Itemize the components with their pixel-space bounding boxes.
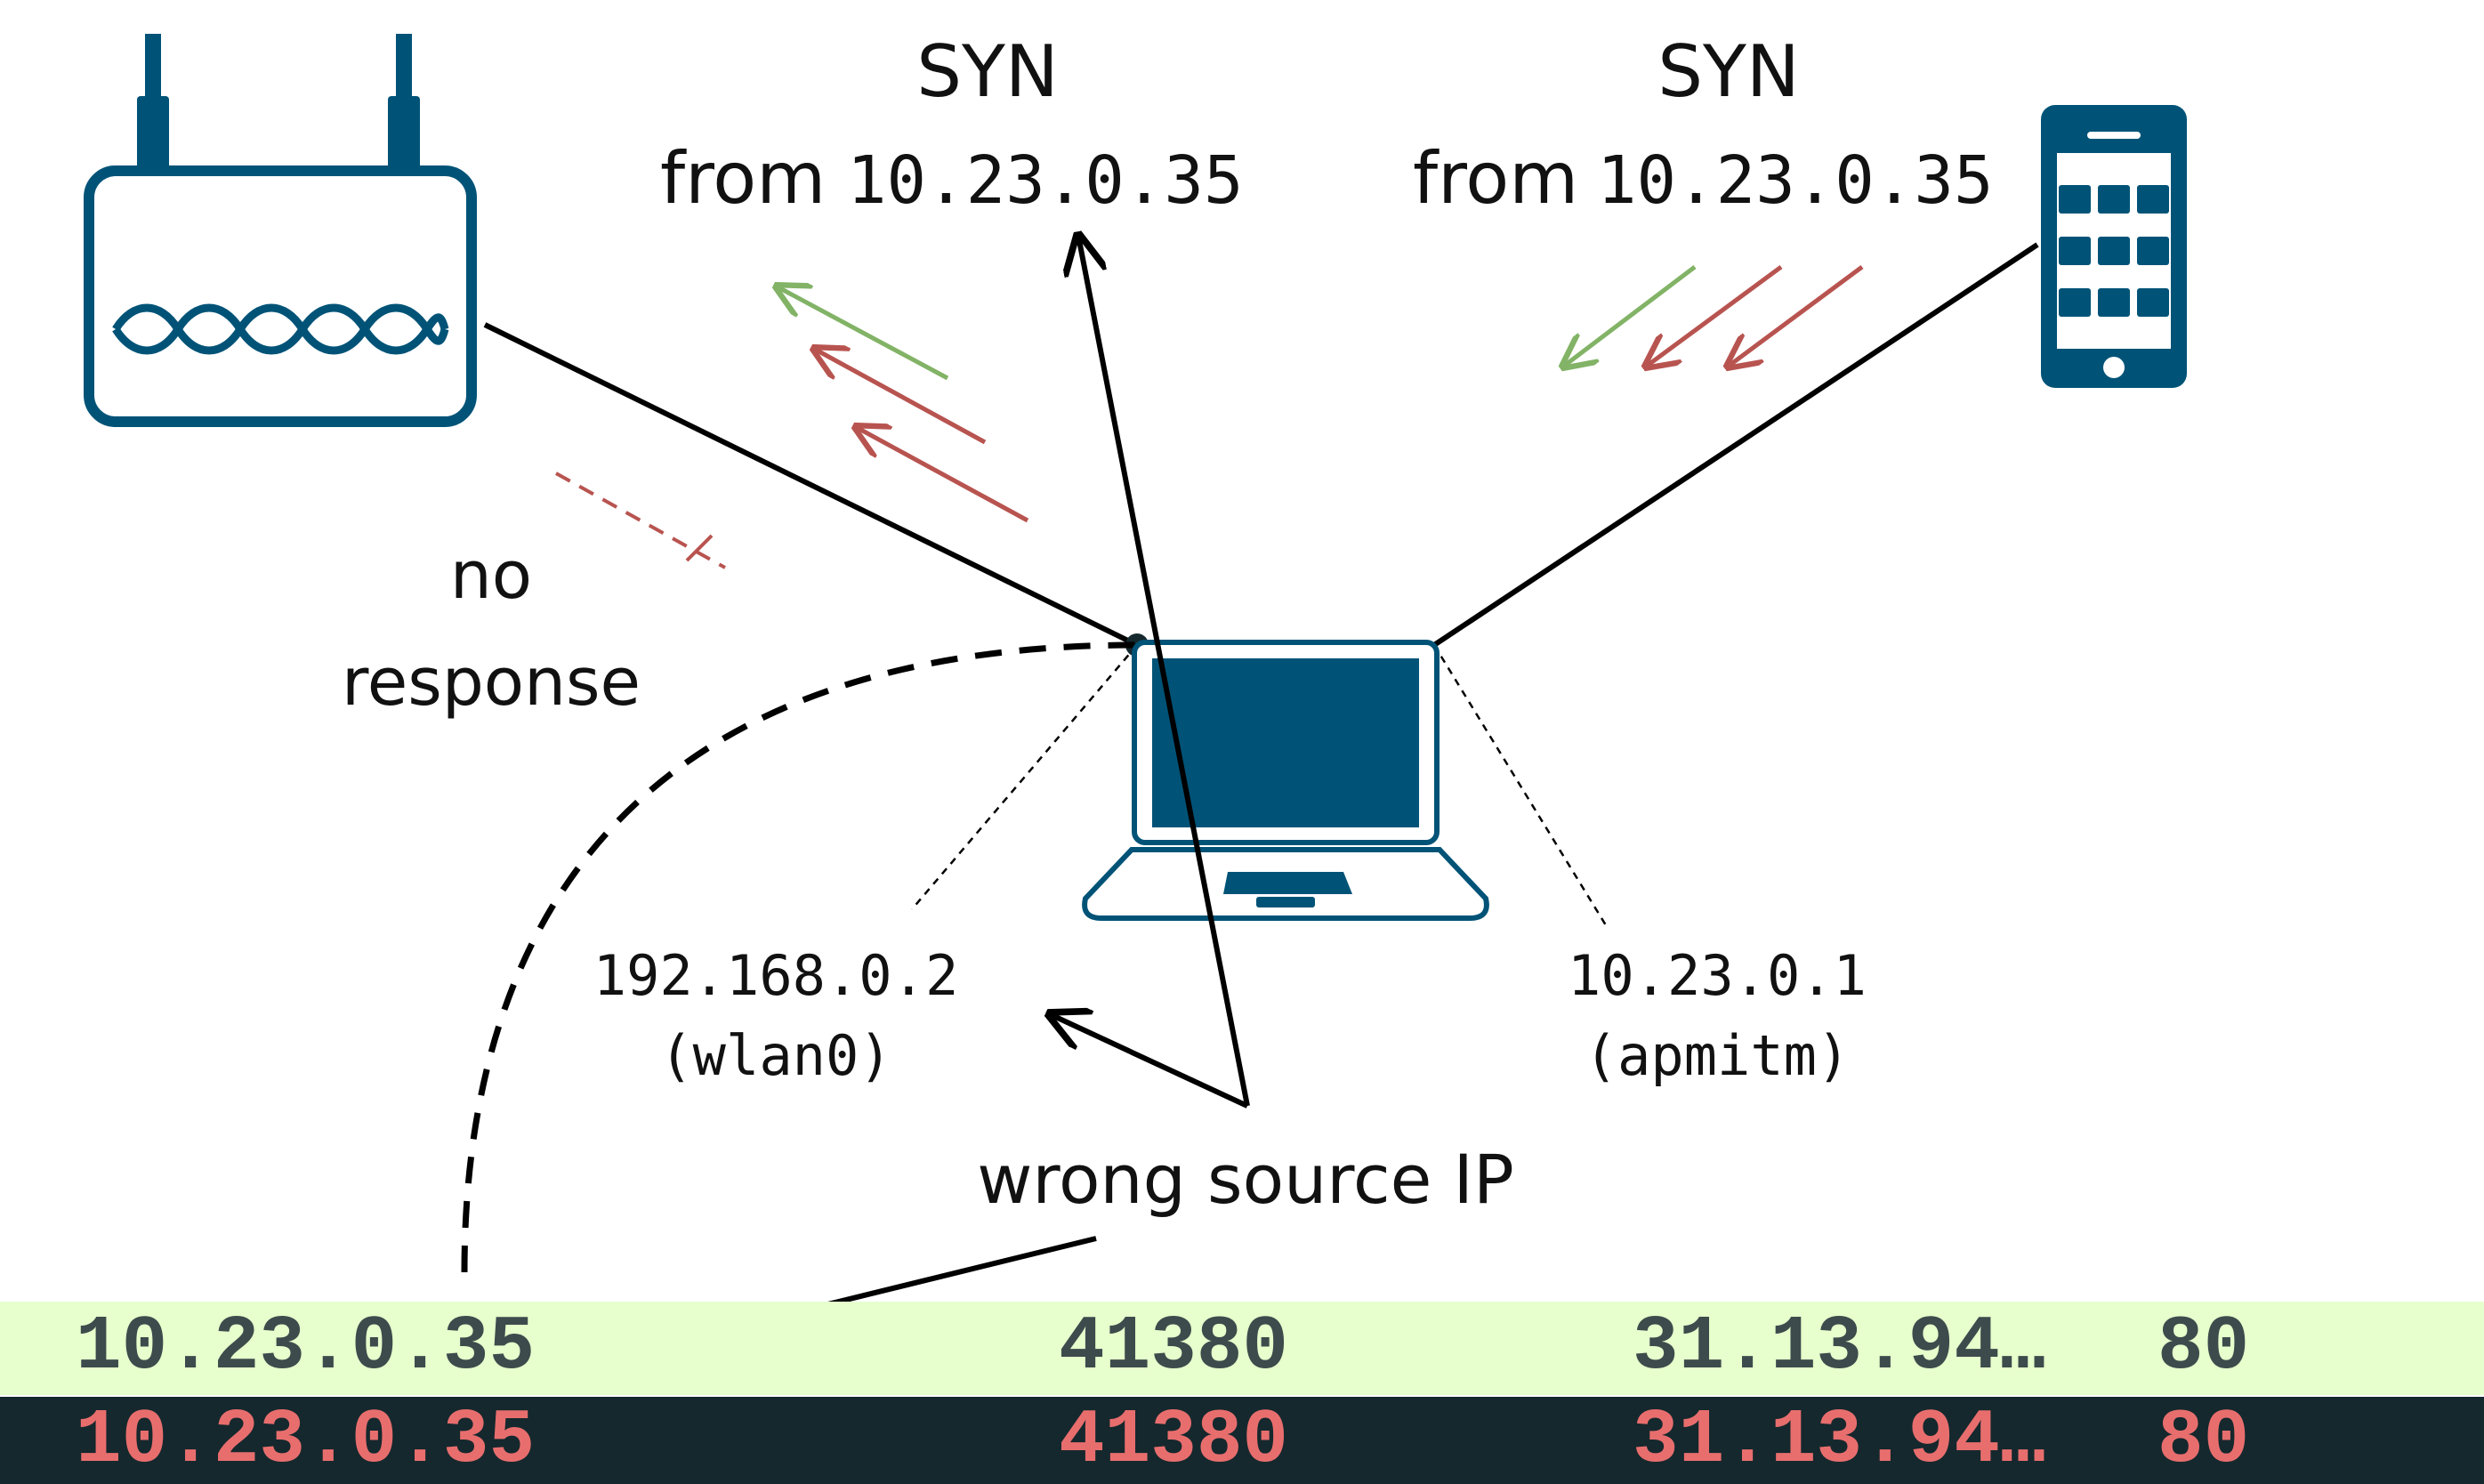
row-port: 41380: [1059, 1303, 1288, 1391]
syn-left-from: from: [660, 137, 826, 220]
no-response-line-1: no: [450, 537, 532, 614]
apmitm-ip-label: 10.23.0.1: [1568, 943, 1867, 1008]
green-arrow: [777, 286, 949, 381]
apmitm-leader-line: [1432, 644, 1608, 926]
syn-left-ip: 10.23.0.35: [847, 142, 1244, 219]
red-arrow: [814, 349, 987, 445]
laptop-icon: [1082, 640, 1489, 921]
row-src: 10.23.0.35: [76, 1303, 535, 1391]
arrow-to-wlan-label: [1050, 1014, 1249, 1109]
apmitm-iface-label: (apmitm): [1585, 1023, 1851, 1088]
syn-right-ip: 10.23.0.35: [1597, 142, 1994, 219]
red-arrow: [1728, 264, 1864, 367]
row-dport: 80: [2157, 1397, 2249, 1484]
arrow-to-syn-label: [1078, 236, 1250, 1107]
syn-right-from: from: [1413, 137, 1578, 220]
phone-link-line: [1432, 242, 2039, 648]
packet-row-highlighted[interactable]: 10.23.0.35 41380 31.13.94… 80: [0, 1302, 2484, 1395]
row-port: 41380: [1059, 1397, 1288, 1484]
wrong-source-label: wrong source IP: [977, 1140, 1514, 1219]
row-dst: 31.13.94…: [1633, 1303, 2045, 1391]
smartphone-icon: [2041, 105, 2187, 388]
blocked-response-line: [555, 472, 726, 569]
wlan-leader-line: [911, 644, 1138, 910]
blocked-response-x: [685, 534, 714, 562]
router-icon: [84, 34, 477, 427]
syn-right-title: SYN: [1657, 30, 1800, 113]
wlan-ip-label: 192.168.0.2: [593, 943, 959, 1008]
no-response-line-2: response: [342, 644, 641, 721]
route-dashed-curve: [461, 641, 1138, 1273]
row-dst: 31.13.94…: [1633, 1397, 2045, 1484]
red-arrow: [856, 427, 1029, 523]
router-link-line: [483, 322, 1139, 648]
red-arrow: [1646, 264, 1783, 367]
row-dport: 80: [2157, 1303, 2249, 1391]
syn-left-title: SYN: [916, 30, 1059, 113]
green-arrow: [1563, 265, 1697, 367]
wlan-iface-label: (wlan0): [659, 1023, 891, 1088]
packet-row-selected[interactable]: 10.23.0.35 41380 31.13.94… 80: [0, 1397, 2484, 1484]
row-src: 10.23.0.35: [76, 1397, 535, 1484]
